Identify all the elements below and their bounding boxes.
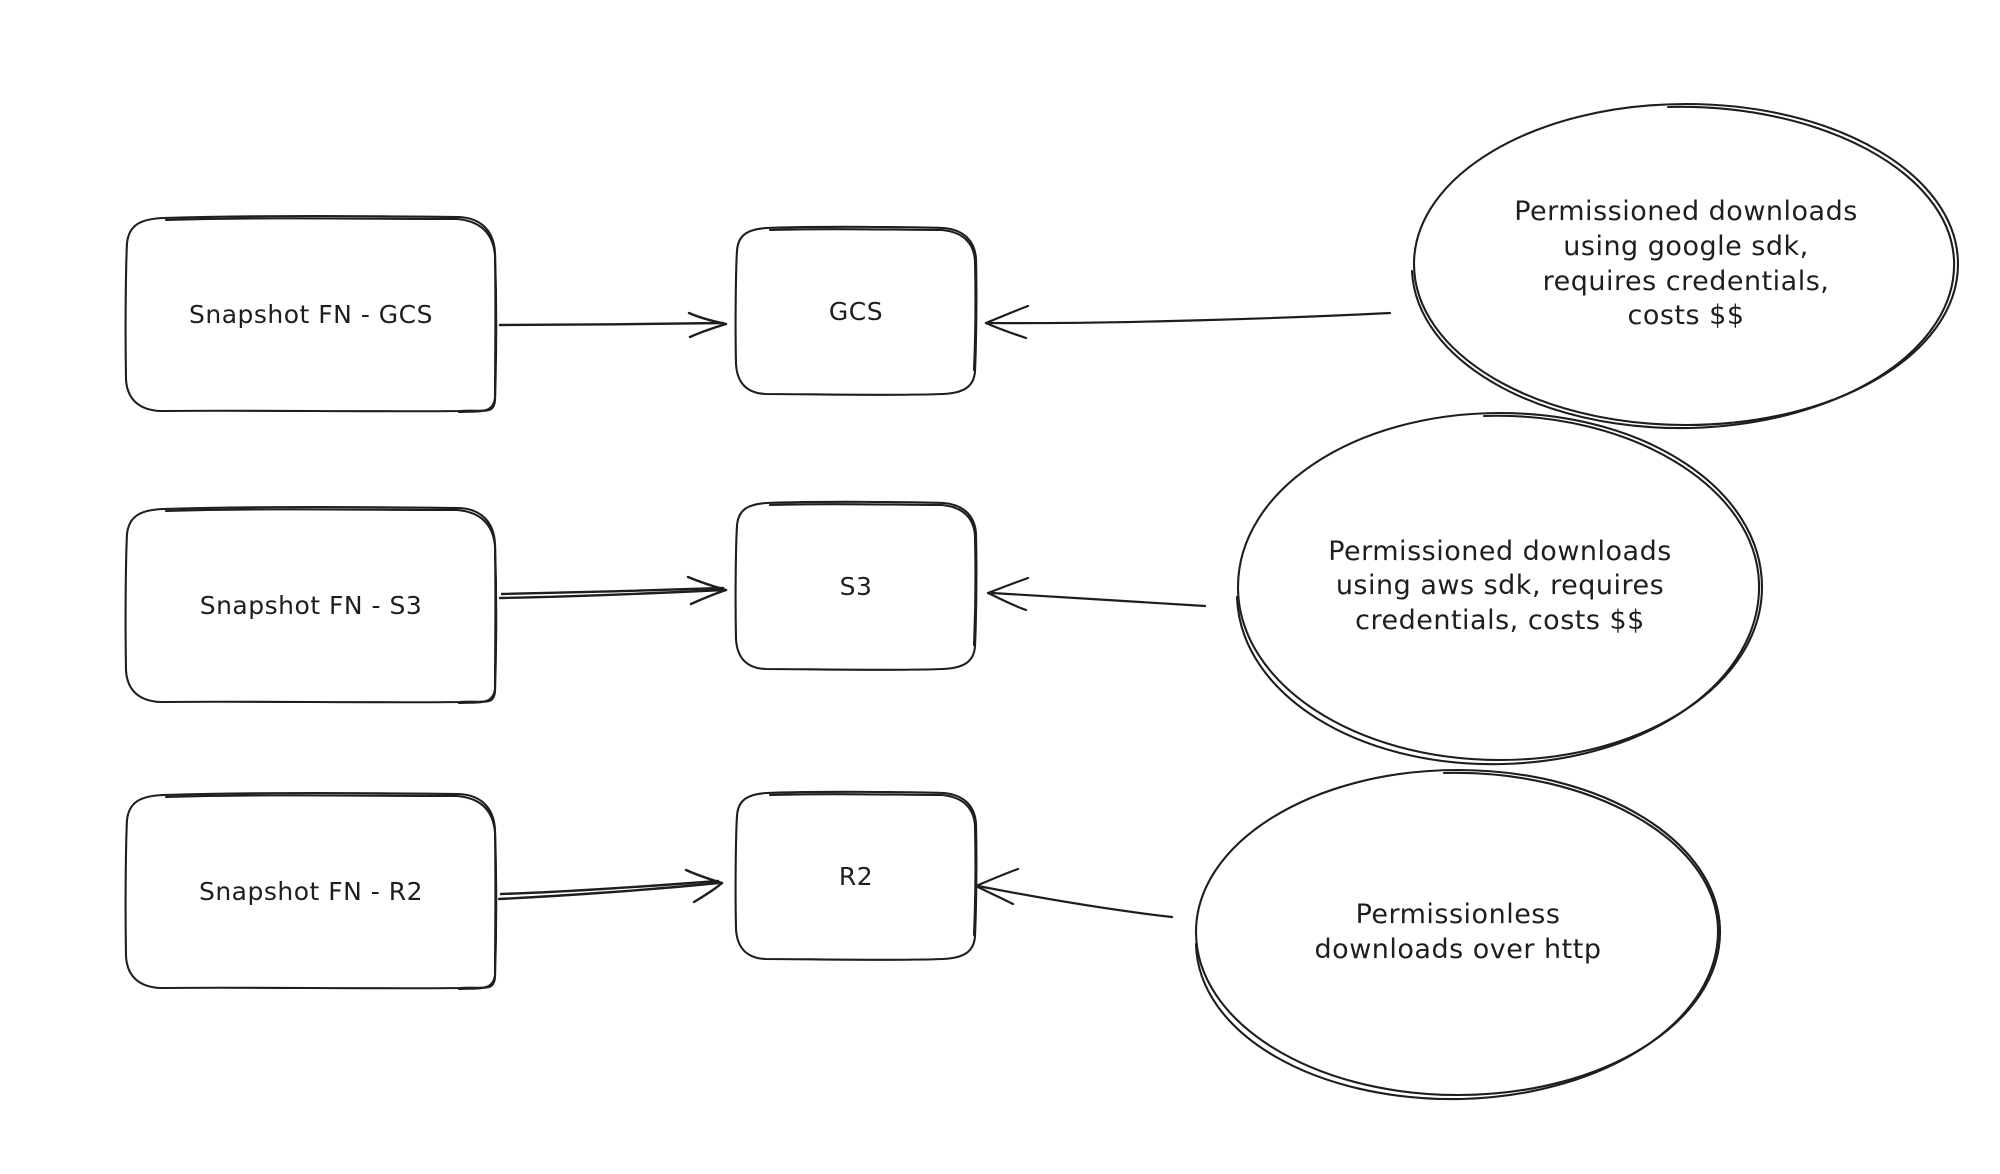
note-s3-ellipse-shape[interactable] [1235, 411, 1764, 766]
connector-r2-source-to-store [497, 868, 724, 904]
connector-s3-note-to-store [986, 576, 1207, 612]
node-snapshot-fn-s3-shape[interactable] [124, 505, 498, 705]
node-r2-shape[interactable] [734, 790, 978, 961]
connector-r2-note-to-store [974, 867, 1174, 919]
note-r2-ellipse-shape[interactable] [1194, 768, 1722, 1101]
note-gcs-ellipse-shape[interactable] [1410, 102, 1960, 430]
node-s3-shape[interactable] [734, 500, 978, 671]
connector-s3-source-to-store [498, 575, 728, 606]
node-gcs-shape[interactable] [734, 225, 978, 396]
connector-gcs-note-to-store [984, 304, 1392, 340]
node-snapshot-fn-r2-shape[interactable] [124, 791, 498, 991]
node-snapshot-fn-gcs-shape[interactable] [124, 214, 498, 414]
connector-gcs-source-to-store [498, 311, 728, 339]
